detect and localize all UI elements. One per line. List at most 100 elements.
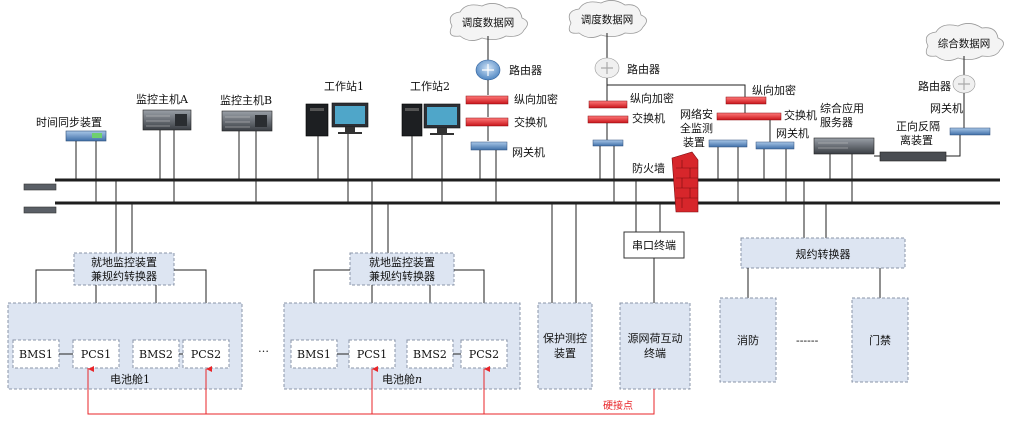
gateway-icon (755, 141, 795, 150)
net-monitor-line2: 全监测 (680, 121, 713, 135)
app-server-line2: 服务器 (820, 116, 853, 129)
protocol-converter-label: 规约转换器 (796, 247, 851, 261)
left-hub-b-icon (23, 206, 57, 214)
left-hub-a-icon (23, 183, 57, 191)
encryption-device-icon (465, 95, 509, 105)
source-grid-load-terminal: 源网荷互动 终端 (619, 302, 691, 390)
monitor-host-a-label: 监控主机A (136, 92, 189, 106)
monitor-device-icon (708, 139, 748, 148)
router-1: 路由器 (475, 59, 542, 81)
vertical-encryption-1: 纵向加密 (465, 92, 558, 106)
pcs1-label: PCS1 (81, 348, 111, 361)
switch-device-icon (716, 112, 782, 121)
interaction-line2: 终端 (644, 346, 666, 360)
gateway-label: 网关机 (512, 145, 545, 159)
server-icon (142, 109, 192, 131)
access-control-box: 门禁 (851, 297, 909, 383)
cabin-ellipsis: … (258, 342, 269, 355)
router-label: 路由器 (509, 63, 542, 77)
fire-protection-box: 消防 (719, 297, 777, 383)
switch-3: 交换机 (716, 108, 817, 122)
workstation-2-label: 工作站2 (410, 79, 450, 93)
cloud-integrated-network: 综合数据网 (925, 23, 1004, 61)
local-monitor-converter-n: 就地监控装置 兼规约转换器 (349, 252, 455, 286)
workstation-2: 工作站2 (401, 79, 461, 137)
monitor-host-b: 监控主机B (220, 93, 273, 132)
bms1-label: BMS1 (19, 348, 53, 361)
link-switch-icon (592, 139, 624, 147)
gateway-4: 网关机 (930, 101, 991, 136)
switch-1: 交换机 (465, 115, 547, 129)
isolation-device-icon (879, 151, 947, 162)
bms2-label: BMS2 (139, 348, 173, 361)
gateway-3: 网关机 (755, 126, 809, 150)
gateway-1: 网关机 (470, 141, 545, 159)
encryption-label: 纵向加密 (514, 92, 558, 106)
server-icon (813, 137, 875, 155)
workstation-1-label: 工作站1 (324, 79, 364, 93)
switch-label: 交换机 (784, 108, 817, 122)
protocol-converter: 规约转换器 (740, 237, 906, 269)
cloud-label: 调度数据网 (462, 16, 515, 29)
hard-contact-wiring: 硬接点 (87, 366, 655, 415)
bms1-label: BMS1 (297, 348, 331, 361)
router-3: 路由器 (918, 74, 976, 94)
converter-line2: 兼规约转换器 (91, 269, 157, 283)
router-label: 路由器 (918, 79, 951, 93)
time-sync-device: 时间同步装置 (36, 116, 107, 142)
vertical-encryption-2: 纵向加密 (588, 91, 674, 109)
switch-label: 交换机 (514, 115, 547, 129)
serial-terminal-label: 串口终端 (632, 238, 676, 252)
converter-line1: 就地监控装置 (369, 255, 435, 269)
pcs2-label: PCS2 (469, 348, 499, 361)
pcs1-label: PCS1 (357, 348, 387, 361)
protection-line2: 装置 (554, 347, 576, 360)
app-server-line1: 综合应用 (820, 101, 864, 115)
workstation-icon (305, 102, 369, 137)
switch-device-icon (465, 117, 509, 127)
server-icon (221, 110, 273, 132)
bms2-label: BMS2 (413, 348, 447, 361)
cloud-label: 调度数据网 (581, 13, 634, 26)
box-dashes: ------ (796, 334, 819, 347)
workstation-icon (401, 103, 461, 137)
time-sync-icon (65, 130, 107, 142)
network-security-monitor: 网络安 全监测 装置 (680, 107, 748, 149)
gateway-label: 网关机 (930, 101, 963, 115)
isolation-device: 正向反隔 离装置 (879, 119, 947, 162)
battery-cabin-n: BMS1 PCS1 BMS2 PCS2 电池舱n (283, 302, 521, 390)
router-label: 路由器 (627, 62, 660, 76)
protection-line1: 保护测控 (543, 331, 587, 345)
serial-terminal: 串口终端 (623, 231, 685, 259)
encryption-label: 纵向加密 (630, 91, 674, 105)
firewall: 防火墙 (632, 151, 699, 213)
cloud-label: 综合数据网 (938, 37, 991, 50)
local-monitor-converter-1: 就地监控装置 兼规约转换器 (73, 252, 175, 286)
firewall-label: 防火墙 (632, 161, 665, 175)
net-monitor-line1: 网络安 (680, 107, 713, 121)
firewall-icon (671, 151, 699, 213)
isolation-line1: 正向反隔 (896, 119, 940, 133)
cabin-label: 电池舱n (382, 372, 422, 386)
switch-2: 交换机 (587, 111, 665, 125)
converter-line2: 兼规约转换器 (369, 269, 435, 283)
pcs2-label: PCS2 (191, 348, 221, 361)
gateway-label: 网关机 (776, 126, 809, 140)
monitor-host-b-label: 监控主机B (220, 93, 272, 107)
battery-cabin-1: BMS1 PCS1 BMS2 PCS2 电池舱1 (7, 302, 243, 390)
cloud-dispatch-network-1: 调度数据网 (449, 3, 528, 41)
integrated-app-server: 综合应用 服务器 (813, 101, 875, 155)
time-sync-label: 时间同步装置 (36, 116, 102, 129)
encryption-device-icon (725, 96, 767, 105)
vertical-encryption-3: 纵向加密 (725, 83, 796, 105)
cabin-label: 电池舱1 (110, 372, 150, 386)
net-monitor-line3: 装置 (683, 136, 705, 149)
workstation-1: 工作站1 (305, 79, 369, 137)
encryption-label: 纵向加密 (752, 83, 796, 97)
gateway-icon (949, 127, 991, 136)
cloud-dispatch-network-2: 调度数据网 (568, 0, 647, 38)
interaction-line1: 源网荷互动 (628, 331, 683, 345)
isolation-line2: 离装置 (900, 133, 933, 147)
encryption-device-icon (588, 100, 628, 109)
